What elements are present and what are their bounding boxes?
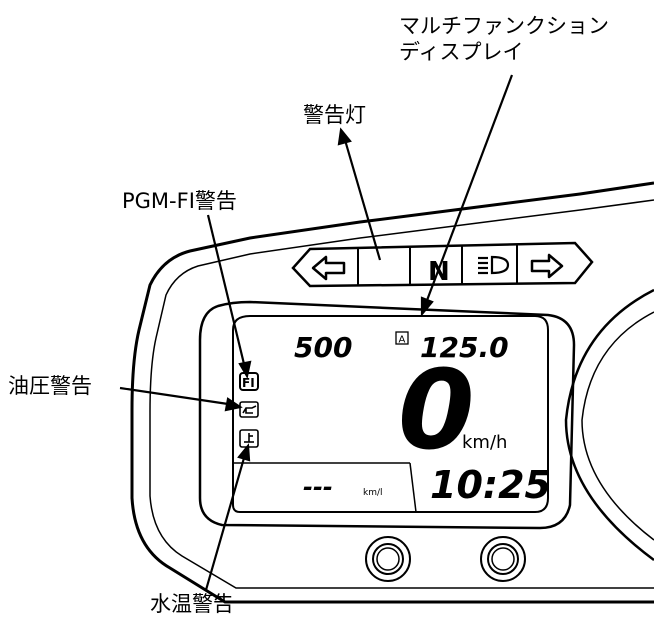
speed-unit: km/h [462,432,507,453]
pgm-fi-warning-label: PGM-FI警告 [122,189,237,213]
right-adjust-knob [480,536,526,582]
arrow-right-icon [530,253,564,279]
multi-display-label-line1: マルチファンクション [399,14,609,38]
fuel-economy-readout: --- [303,473,333,501]
multi-display-label-line2: ディスプレイ [399,40,524,64]
coolant-temp-warning-label: 水温警告 [150,592,234,616]
speedometer-dial-edge-inner [581,311,654,541]
arrow-head [420,296,434,318]
arrow-head [237,443,251,462]
trip-readout: 125.0 [420,331,509,364]
meter-housing-outer [130,181,654,604]
trip-mode-box [395,331,409,345]
left-adjust-knob [365,536,411,582]
speed-readout: 0 [398,346,475,474]
indicator-strip [291,241,594,288]
svg-text:FI: FI [242,376,255,390]
oil-pressure-icon [239,401,259,418]
arrow-head [238,360,252,380]
arrow-head [337,127,352,146]
warning-lights-label: 警告灯 [303,103,366,127]
trip-mode: A [399,335,406,346]
high-beam-icon [478,255,510,275]
neutral-indicator: N [428,257,450,287]
coolant-temp-icon [239,429,259,448]
meter-housing-inner [149,199,654,589]
clock-readout: 10:25 [430,463,551,507]
speedometer-dial-edge [564,288,654,562]
oil-pressure-warning-label: 油圧警告 [8,374,92,398]
arrow-head [224,397,243,412]
arrow-left-icon [311,255,346,281]
fi-warning-icon: FI [239,372,259,391]
odometer-readout: 500 [294,331,352,364]
fuel-economy-unit: km/l [363,488,383,498]
lcd-bezel [198,300,576,530]
